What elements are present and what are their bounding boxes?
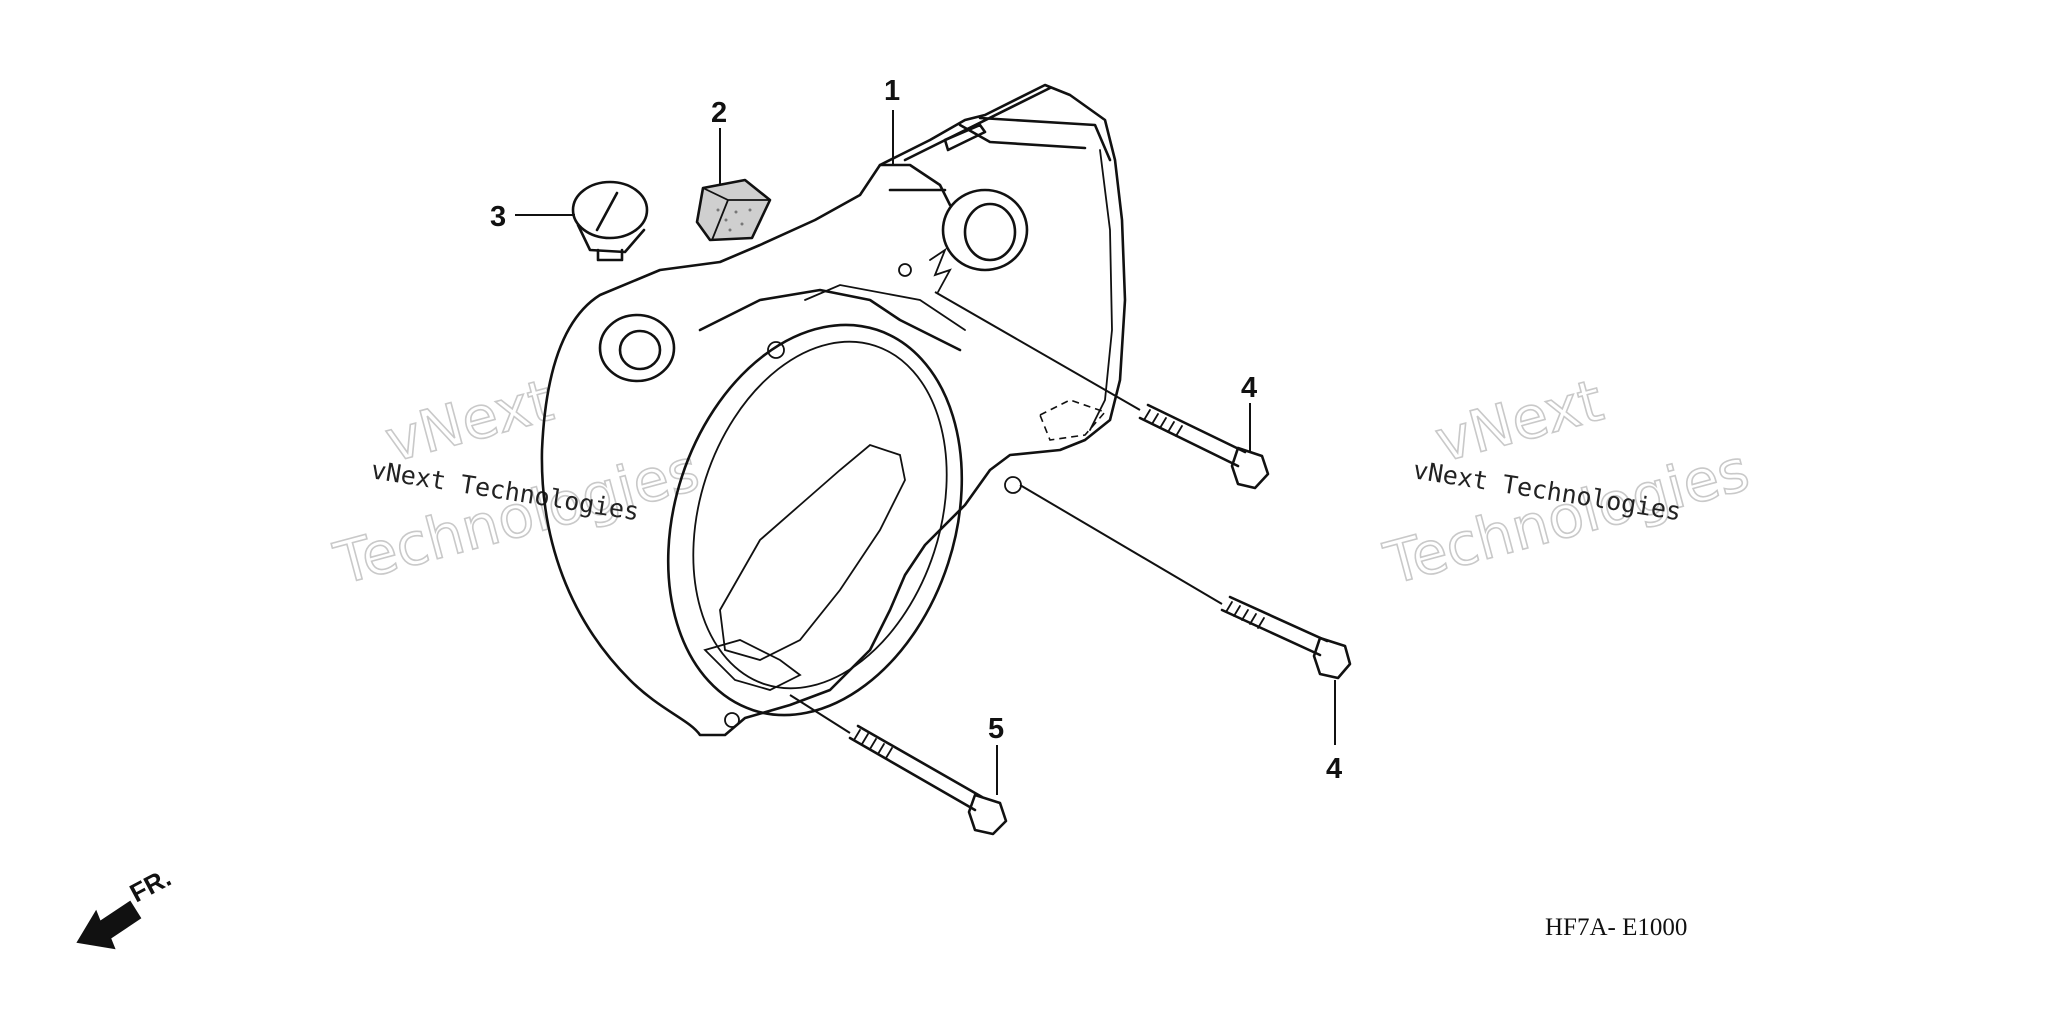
callout-1: 1 xyxy=(884,75,900,107)
cover-dashed-face xyxy=(1038,399,1107,441)
cover-inner-ring-lip xyxy=(692,340,948,690)
cover-inner-ring xyxy=(666,323,964,717)
callout-4-lower: 4 xyxy=(1326,753,1342,785)
bolt-upper-shank xyxy=(1138,403,1247,468)
watermark-right: vNext Technologies vNext Technologies xyxy=(1377,365,1757,599)
filter-element-texture xyxy=(716,208,752,232)
bolt-upper-head xyxy=(1230,446,1270,490)
diagram-part-code: HF7A- E1000 xyxy=(1545,914,1687,941)
bolt-lower-head xyxy=(1312,636,1352,680)
cover-lug-hole-lower xyxy=(724,712,740,728)
cover-lug-hole-mid xyxy=(1004,476,1022,494)
cover-lug-hole-top xyxy=(898,263,912,277)
cover-upper-neck xyxy=(878,163,952,207)
bolt-long-thread xyxy=(853,729,893,759)
watermark-left: vNext Technologies vNext Technologies xyxy=(327,365,707,599)
filter-element-body xyxy=(695,178,772,242)
cover-outer-outline xyxy=(540,83,1127,737)
plug-cap-top xyxy=(571,180,649,240)
oil-filler-thread xyxy=(618,329,662,371)
callout-4-upper: 4 xyxy=(1241,372,1257,404)
filter-element-part xyxy=(695,178,772,242)
bolt-long-shank xyxy=(848,724,984,812)
watermark-left-big-1: vNext xyxy=(378,366,559,476)
callout-2: 2 xyxy=(711,97,727,129)
cover-mid-flange xyxy=(804,284,966,331)
front-label: FR. xyxy=(125,862,176,908)
cover-upper-boss xyxy=(941,188,1029,272)
watermark-right-big-1: vNext xyxy=(1428,366,1609,476)
plug-cap-stem xyxy=(596,248,624,262)
cover-inner-cavity xyxy=(719,443,906,661)
crankcase-cover-part xyxy=(540,83,1127,737)
cover-lug-hole-upper xyxy=(767,341,785,359)
bolt-lower-shank xyxy=(1220,595,1329,657)
front-arrow-icon xyxy=(76,900,142,950)
cover-mid-strut xyxy=(698,288,962,352)
flange-bolt-long xyxy=(848,724,1008,836)
install-line-lower xyxy=(1019,484,1223,605)
flange-bolt-lower xyxy=(1220,595,1352,680)
cover-top-face xyxy=(903,86,1112,162)
bolt-long-head xyxy=(967,793,1008,836)
callout-3: 3 xyxy=(490,201,506,233)
install-line-upper xyxy=(934,291,1141,411)
callout-5: 5 xyxy=(988,713,1004,745)
plug-cap-slot xyxy=(595,191,619,232)
oil-filler-boss xyxy=(598,313,676,383)
bolt-lower-thread xyxy=(1225,601,1265,629)
flange-bolt-upper xyxy=(1138,403,1270,490)
front-direction-indicator: FR. xyxy=(76,862,176,950)
filter-element-top xyxy=(702,187,771,241)
plug-cap-part xyxy=(571,180,649,262)
bolt-upper-thread xyxy=(1143,409,1183,437)
cover-marking xyxy=(929,247,952,293)
cover-rib xyxy=(943,123,987,152)
plug-cap-body xyxy=(576,223,646,254)
install-line-long xyxy=(789,694,851,734)
cover-inner-floor xyxy=(703,639,802,691)
cover-upper-boss-hole xyxy=(963,202,1017,262)
